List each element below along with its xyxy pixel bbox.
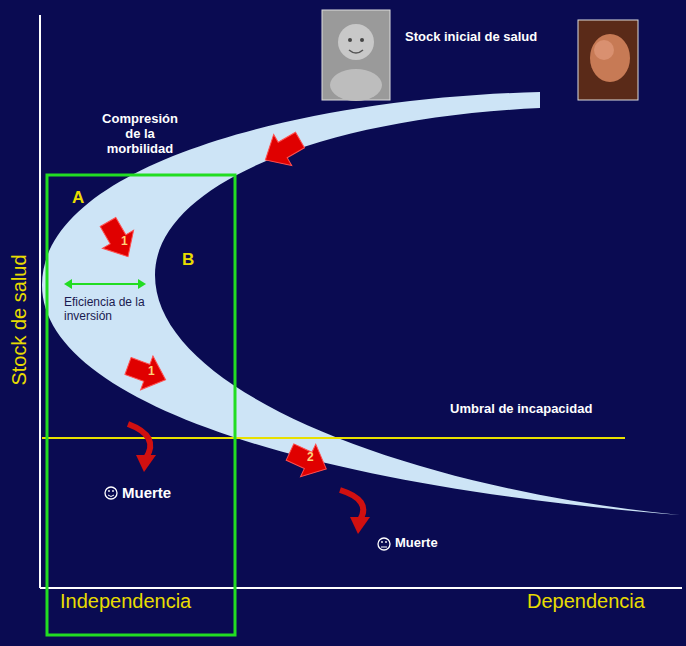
red-arrow [122,349,172,397]
threshold-label: Umbral de incapacidad [450,402,592,417]
axis-title: Stock de salud [8,254,31,385]
fetus-photo [578,20,638,100]
point-label: A [72,188,84,208]
health-band [42,92,680,515]
callout-number: 2 [307,451,314,465]
point-label: B [182,250,194,270]
callout-number: 1 [121,235,128,249]
efficiency-head [64,279,72,289]
curved-arrow [340,490,363,520]
independence-box [47,175,235,635]
axis-title: Dependencia [527,590,645,613]
efficiency-label: Eficiencia de la inversión [64,296,158,324]
efficiency-head [138,279,146,289]
baby-photo [322,10,390,101]
curved-arrow-head [136,455,156,472]
red-arrow [92,213,143,266]
axis-title: Independencia [60,590,191,613]
y-axis [39,15,41,588]
curved-arrow [128,424,150,458]
smiley-face [105,487,117,499]
disability-threshold [42,437,625,439]
efficiency-arrow [70,283,140,285]
band-caption: Compresión de la morbilidad [94,112,186,157]
red-arrow [282,436,333,486]
neutral-face [378,538,390,550]
callout-number: 1 [148,365,155,379]
photo-caption: Stock inicial de salud [405,30,537,45]
x-axis [40,587,682,589]
death-label: Muerte [395,536,438,551]
red-arrow [256,124,309,175]
curved-arrow-head [350,517,370,534]
death-label: Muerte [122,484,171,501]
